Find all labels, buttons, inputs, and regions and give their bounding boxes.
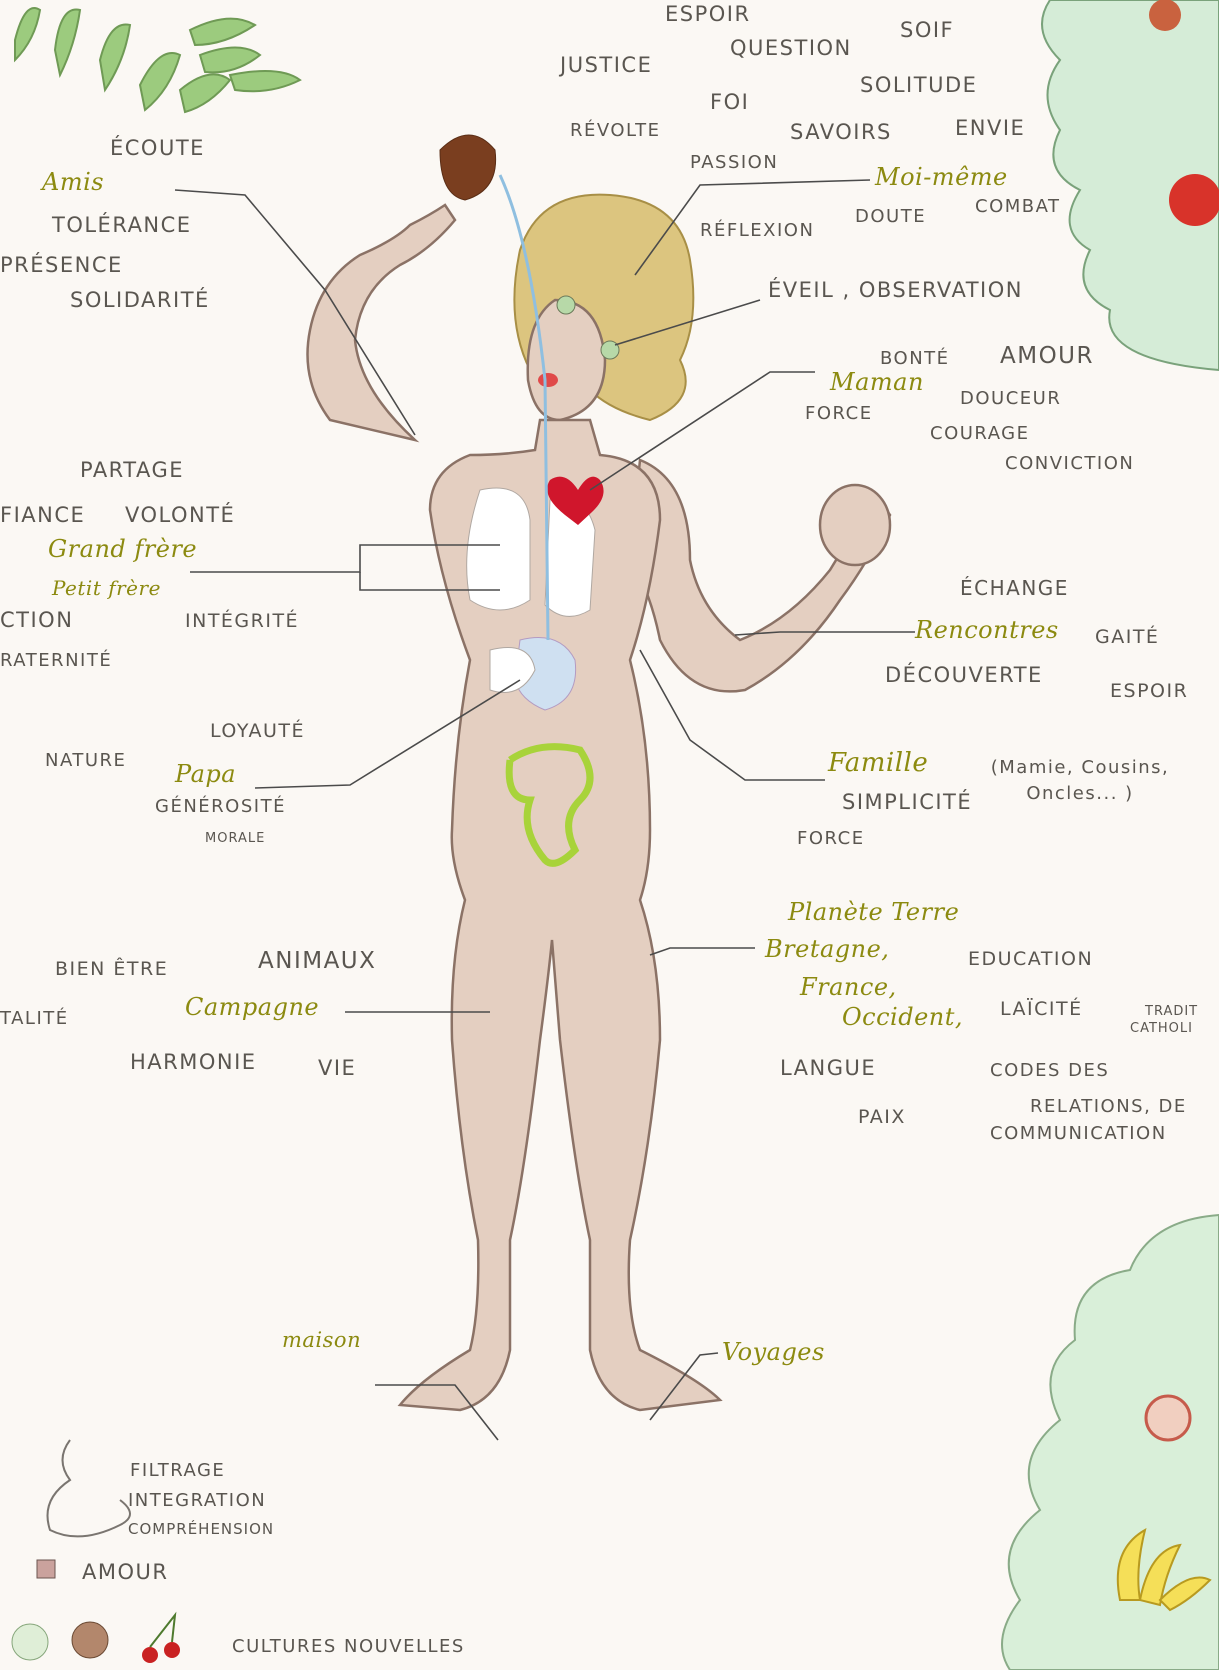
word-foi: FOI	[710, 92, 749, 113]
word-gaite: GAITÉ	[1095, 628, 1159, 647]
word-morale: MORALE	[205, 832, 265, 845]
tree-canopy-bottom	[1002, 1215, 1219, 1670]
word-doute: DOUTE	[855, 208, 926, 226]
word-espoir-hand: ESPOIR	[1110, 682, 1188, 701]
word-soif: SOIF	[900, 20, 954, 41]
word-vie: VIE	[318, 1058, 356, 1079]
label-famille: Famille	[828, 750, 928, 776]
label-occident: Occident,	[842, 1005, 963, 1029]
label-france: France,	[800, 975, 897, 999]
label-grand-frere: Grand frère	[48, 537, 197, 561]
label-maison: maison	[282, 1330, 361, 1351]
plant-leaves	[15, 8, 300, 112]
word-animaux: ANIMAUX	[258, 950, 376, 973]
word-justice: JUSTICE	[560, 55, 652, 76]
word-volonte: VOLONTÉ	[125, 505, 235, 526]
word-raternite: RATERNITÉ	[0, 652, 112, 670]
word-passion: PASSION	[690, 154, 778, 172]
word-force-heart: FORCE	[805, 405, 873, 423]
apple-icon	[12, 1624, 48, 1660]
eye-icon	[601, 341, 619, 359]
eye-icon	[557, 296, 575, 314]
word-eveil-observation: ÉVEIL , OBSERVATION	[768, 280, 1023, 301]
label-bretagne: Bretagne,	[765, 937, 889, 961]
word-integrite: INTÉGRITÉ	[185, 612, 299, 631]
word-loyaute: LOYAUTÉ	[210, 722, 305, 741]
legend-filtrage: FILTRAGE	[130, 1462, 225, 1480]
word-bonte: BONTÉ	[880, 350, 950, 368]
word-generosite: GÉNÉROSITÉ	[155, 798, 286, 816]
label-maman: Maman	[830, 370, 924, 394]
word-codes-des: CODES DES	[990, 1062, 1109, 1080]
coconut-icon	[72, 1622, 108, 1658]
word-fiance: FIANCE	[0, 505, 85, 526]
mouth	[538, 373, 558, 387]
word-combat: COMBAT	[975, 198, 1061, 216]
word-solitude: SOLITUDE	[860, 75, 977, 96]
lung-left	[467, 488, 530, 610]
word-laicite: LAÏCITÉ	[1000, 1000, 1083, 1019]
word-relations-de: RELATIONS, DE	[1030, 1098, 1187, 1116]
word-decouverte: DÉCOUVERTE	[885, 665, 1043, 686]
word-bien-etre: BIEN ÊTRE	[55, 960, 168, 979]
word-presence: PRÉSENCE	[0, 255, 123, 276]
label-voyages: Voyages	[722, 1340, 825, 1364]
word-conviction: CONVICTION	[1005, 455, 1134, 473]
label-campagne: Campagne	[185, 995, 319, 1019]
apple-icon	[1169, 174, 1219, 226]
legend-integration: INTEGRATION	[128, 1492, 266, 1510]
legend-comprehension: COMPRÉHENSION	[128, 1522, 274, 1537]
word-ecoute: ÉCOUTE	[110, 138, 205, 159]
word-catholi: CATHOLI	[1130, 1022, 1193, 1035]
word-espoir-top: ESPOIR	[665, 4, 751, 25]
word-nature: NATURE	[45, 752, 126, 770]
label-rencontres: Rencontres	[915, 618, 1059, 642]
word-ction: CTION	[0, 610, 73, 631]
word-communication: COMMUNICATION	[990, 1125, 1167, 1143]
word-langue: LANGUE	[780, 1058, 876, 1079]
label-amis: Amis	[42, 170, 104, 194]
word-question: QUESTION	[730, 38, 852, 59]
body-figure	[308, 205, 891, 1410]
label-papa: Papa	[175, 762, 236, 786]
love-swatch-icon	[37, 1560, 55, 1578]
word-tradit: TRADIT	[1145, 1005, 1198, 1018]
apple-icon	[1146, 1396, 1190, 1440]
label-moi-meme: Moi-même	[875, 165, 1008, 189]
label-petit-frere: Petit frère	[52, 578, 161, 598]
legend-amour: AMOUR	[82, 1562, 168, 1583]
stomach-icon	[48, 1440, 131, 1536]
word-amour: AMOUR	[1000, 345, 1094, 368]
word-solidarite: SOLIDARITÉ	[70, 290, 210, 311]
label-planete-terre: Planète Terre	[788, 900, 959, 924]
word-revolte: RÉVOLTE	[570, 122, 660, 140]
word-simplicite: SIMPLICITÉ	[842, 792, 972, 813]
word-tolerance: TOLÉRANCE	[52, 215, 192, 236]
word-force-family: FORCE	[797, 830, 865, 848]
word-envie: ENVIE	[955, 118, 1025, 139]
apple-icon	[1149, 0, 1181, 31]
word-savoirs: SAVOIRS	[790, 122, 892, 143]
word-reflexion: RÉFLEXION	[700, 222, 814, 240]
family-note: (Mamie, Cousins, Oncles... )	[945, 755, 1215, 807]
word-paix: PAIX	[858, 1108, 906, 1127]
word-douceur: DOUCEUR	[960, 390, 1061, 408]
word-harmonie: HARMONIE	[130, 1052, 257, 1073]
word-echange: ÉCHANGE	[960, 578, 1069, 598]
cherry-icon	[142, 1615, 180, 1663]
word-talite: TALITÉ	[0, 1010, 69, 1028]
legend-cultures-nouvelles: CULTURES NOUVELLES	[232, 1638, 465, 1656]
word-education: EDUCATION	[968, 950, 1093, 969]
word-courage: COURAGE	[930, 425, 1030, 443]
word-partage: PARTAGE	[80, 460, 184, 481]
coconut-icon	[440, 135, 496, 200]
